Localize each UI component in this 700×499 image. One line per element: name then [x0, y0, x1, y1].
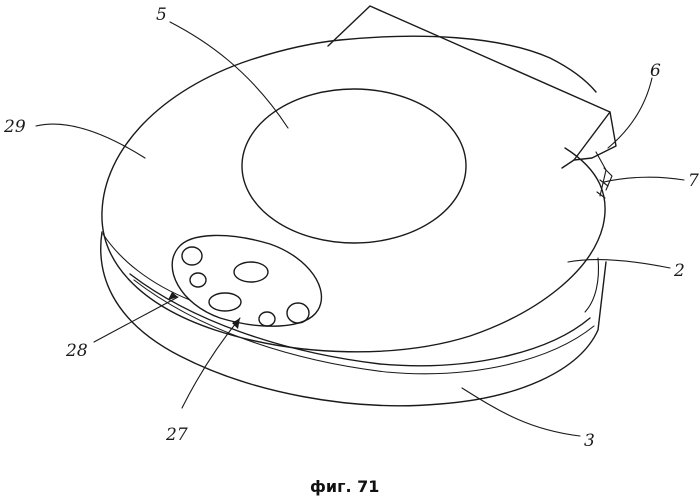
leader-lines	[36, 22, 684, 436]
label-3: 3	[584, 431, 595, 451]
base-disc	[101, 232, 606, 406]
label-27: 27	[165, 425, 188, 445]
button-circle	[259, 312, 275, 326]
button-circle	[287, 303, 309, 323]
button-circle	[182, 247, 202, 265]
button-oval	[234, 262, 268, 282]
label-6: 6	[650, 61, 661, 81]
handle	[328, 6, 616, 198]
label-29: 29	[3, 117, 26, 137]
label-2: 2	[673, 261, 685, 281]
central-cap	[242, 89, 466, 243]
figure-caption: фиг. 71	[310, 477, 379, 496]
label-7: 7	[688, 171, 699, 191]
label-28: 28	[65, 341, 88, 361]
button-circle	[190, 273, 206, 287]
label-5: 5	[156, 5, 167, 25]
button-oval	[209, 293, 241, 311]
arrow-head	[168, 292, 178, 300]
